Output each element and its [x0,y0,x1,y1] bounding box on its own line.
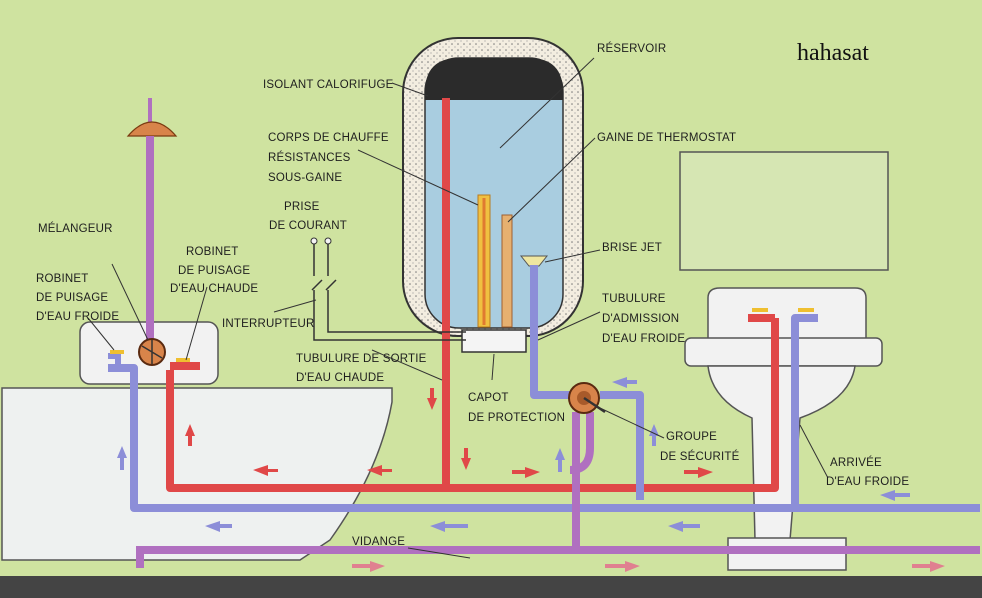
label-robinet-chaud-1: ROBINET [186,246,239,258]
label-sortie-2: D'EAU CHAUDE [296,372,384,384]
label-reservoir: RÉSERVOIR [597,42,666,55]
leader-lines [87,57,829,559]
label-groupe-1: GROUPE [666,431,717,443]
sink-tank [707,287,867,341]
protective-cap [461,329,527,353]
drain-network [136,412,980,568]
label-prise-2: DE COURANT [269,220,347,232]
cold-inlet-pipe [530,265,538,337]
label-tubulure-adm-3: D'EAU FROIDE [602,333,685,345]
label-arrivee-2: D'EAU FROIDE [826,476,909,488]
sink-bowl [684,337,883,367]
label-isolant: ISOLANT CALORIFUGE [263,79,394,91]
label-corps-3: SOUS-GAINE [268,172,342,184]
tank-air-space [425,58,563,100]
floor [0,576,982,598]
flow-arrows [117,377,945,572]
watermark-text: hahasat [797,40,869,66]
label-robinet-chaud-3: D'EAU CHAUDE [170,283,258,295]
label-vidange: VIDANGE [352,536,405,548]
hot-water-network [166,318,779,492]
label-sortie-1: TUBULURE DE SORTIE [296,353,427,365]
shower-head [126,121,178,137]
label-tubulure-adm-1: TUBULURE [602,293,666,305]
mirror [679,151,889,271]
label-prise-1: PRISE [284,201,320,213]
label-robinet-chaud-2: DE PUISAGE [178,265,250,277]
electrical-wiring [311,244,466,341]
label-interrupteur: INTERRUPTEUR [222,318,315,330]
label-capot-2: DE PROTECTION [468,412,565,424]
brise-jet [519,255,549,267]
bathtub [1,387,393,561]
label-arrivee-1: ARRIVÉE [830,456,882,469]
label-corps-1: CORPS DE CHAUFFE [268,132,389,144]
label-capot-1: CAPOT [468,392,509,404]
label-groupe-2: DE SÉCURITÉ [660,450,740,463]
label-gaine: GAINE DE THERMOSTAT [597,132,736,144]
thermostat-sheath [501,214,513,328]
labels: ISOLANT CALORIFUGE RÉSERVOIR CORPS DE CH… [36,42,909,548]
label-robinet-froid-2: DE PUISAGE [36,292,108,304]
label-tubulure-adm-2: D'ADMISSION [602,313,679,325]
hot-tap [176,358,190,362]
hot-outlet-pipe [442,98,450,330]
label-corps-2: RÉSISTANCES [268,151,351,164]
label-brise-jet: BRISE JET [602,242,662,254]
power-socket [310,237,332,245]
shower-pipe [146,136,154,346]
label-robinet-froid-1: ROBINET [36,273,89,285]
cold-tap [108,353,121,368]
label-robinet-froid-3: D'EAU FROIDE [36,311,119,323]
label-melangeur: MÉLANGEUR [38,222,113,235]
